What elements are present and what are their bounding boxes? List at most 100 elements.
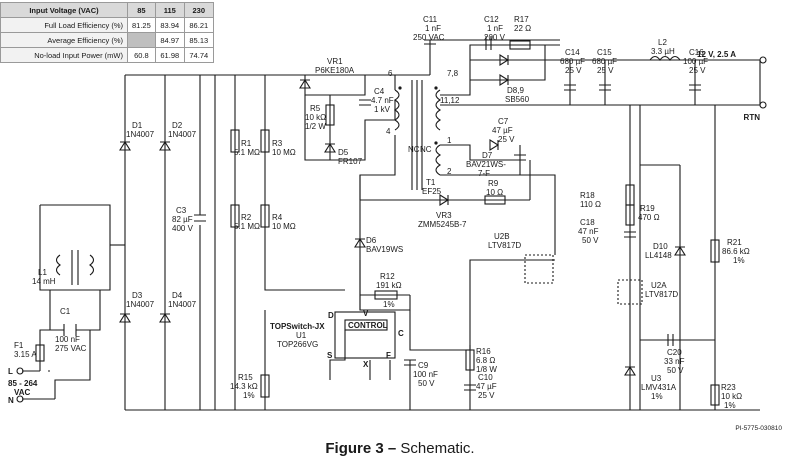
pin-nc1-label: NC <box>408 145 420 154</box>
r1-ref: R1 <box>241 139 252 148</box>
r9-value: 10 Ω <box>486 188 503 197</box>
u3-part: LMV431A <box>641 383 677 392</box>
r17-value: 22 Ω <box>514 24 531 33</box>
r2-ref: R2 <box>241 213 252 222</box>
u1-part: TOP266VG <box>277 340 318 349</box>
l2-ref: L2 <box>658 38 667 47</box>
r12-value: 191 kΩ <box>376 281 402 290</box>
r15-ref: R15 <box>238 373 253 382</box>
resistor-r9-symbol <box>484 195 506 205</box>
c18-ref: C18 <box>580 218 595 227</box>
c20-value: 33 nF <box>664 357 685 366</box>
c18-rating: 50 V <box>582 236 599 245</box>
table-header-cell: Input Voltage (VAC) <box>0 2 128 18</box>
c14-value: 680 µF <box>560 57 585 66</box>
d1-part: 1N4007 <box>126 130 155 139</box>
vr3-part: ZMM5245B-7 <box>418 220 467 229</box>
r4-ref: R4 <box>272 213 283 222</box>
resistor-r4-symbol <box>260 204 270 228</box>
optocoupler-u2a-symbol <box>617 279 643 305</box>
table-row: No-load Input Power (mW) 60.8 61.98 74.7… <box>0 47 214 63</box>
diode-d6-symbol <box>354 237 366 248</box>
terminal-rtn <box>759 101 767 109</box>
capacitor-c9-symbol <box>404 359 416 366</box>
u2b-ref: U2B <box>494 232 510 241</box>
c15-rating: 25 V <box>597 66 614 75</box>
capacitor-c15-symbol <box>599 84 611 91</box>
resistor-r5-symbol <box>325 104 335 126</box>
terminal-n <box>16 395 24 403</box>
c16-ref: C16 <box>689 48 704 57</box>
diode-d4-symbol <box>159 312 171 323</box>
diode-d5-symbol <box>324 142 336 153</box>
resistor-r17-symbol <box>509 40 531 50</box>
c10-ref: C10 <box>478 373 493 382</box>
pin-1112-label: 11,12 <box>440 96 460 105</box>
diode-d89-symbol <box>499 54 510 86</box>
c10-rating: 25 V <box>478 391 495 400</box>
r23-ref: R23 <box>721 383 736 392</box>
terminal-l <box>16 367 24 375</box>
resistor-r23-symbol <box>710 384 720 406</box>
c12-ref: C12 <box>484 15 499 24</box>
output-label: 12 V, 2.5 A <box>697 50 736 59</box>
d5-part: FR107 <box>338 157 363 166</box>
r16-value: 6.8 Ω <box>476 356 495 365</box>
u1-pin-s: S <box>327 351 333 360</box>
c7-ref: C7 <box>498 117 509 126</box>
input-unit-label: VAC <box>14 388 31 397</box>
capacitor-c11-symbol <box>424 39 436 45</box>
r5-ref: R5 <box>310 104 321 113</box>
c3-ref: C3 <box>176 206 187 215</box>
u1-pin-c: C <box>398 329 404 338</box>
u1-ref: U1 <box>296 331 307 340</box>
u1-pin-v: V <box>363 309 369 318</box>
f1-value: 3.15 A <box>14 350 37 359</box>
c14-ref: C14 <box>565 48 580 57</box>
c11-ref: C11 <box>423 15 438 24</box>
table-row: Average Efficiency (%) 84.97 85.13 <box>0 32 214 48</box>
c11-rating: 250 VAC <box>413 33 445 42</box>
r15-rating: 1% <box>243 391 255 400</box>
pin-2-label: 2 <box>447 167 452 176</box>
table-cell: 74.74 <box>183 47 214 63</box>
diode-d7-symbol <box>489 139 500 151</box>
r21-ref: R21 <box>727 238 742 247</box>
c3-value: 82 µF <box>172 215 193 224</box>
d6-ref: D6 <box>366 236 377 245</box>
r15-value: 14.3 kΩ <box>230 382 258 391</box>
r3-ref: R3 <box>272 139 283 148</box>
r2-value: 5.1 MΩ <box>234 222 260 231</box>
component-labels: 85 - 264 VAC L N 12 V, 2.5 A RTN F1 3.15… <box>8 15 760 410</box>
vr1-ref: VR1 <box>327 57 343 66</box>
c7-value: 47 µF <box>492 126 513 135</box>
d4-part: 1N4007 <box>168 300 197 309</box>
r21-rating: 1% <box>733 256 745 265</box>
u1-title: TOPSwitch-JX <box>270 322 325 331</box>
d2-ref: D2 <box>172 121 183 130</box>
u1-block-label: CONTROL <box>348 321 388 330</box>
capacitor-c4-symbol <box>359 99 371 106</box>
resistor-r21-symbol <box>710 239 720 263</box>
r18-ref: R18 <box>580 191 595 200</box>
table-row-label: No-load Input Power (mW) <box>0 47 128 63</box>
table-row: Full Load Efficiency (%) 81.25 83.94 86.… <box>0 17 214 33</box>
c14-rating: 25 V <box>565 66 582 75</box>
resistor-r1-symbol <box>230 129 240 153</box>
c11-value: 1 nF <box>425 24 441 33</box>
c4-rating: 1 kV <box>374 105 391 114</box>
pin-4-label: 4 <box>386 127 391 136</box>
r19-value: 470 Ω <box>638 213 660 222</box>
r17-ref: R17 <box>514 15 529 24</box>
fuse-f1-symbol <box>35 344 45 362</box>
diode-d10-symbol <box>674 245 686 256</box>
resistor-r2-symbol <box>230 204 240 228</box>
r23-rating: 1% <box>724 401 736 410</box>
u1-pin-x: X <box>363 360 369 369</box>
d7-part: BAV21WS- <box>466 160 506 169</box>
c3-rating: 400 V <box>172 224 194 233</box>
vr3-ref: VR3 <box>436 211 452 220</box>
u2a-ref: U2A <box>651 281 667 290</box>
figure-caption-text: Schematic. <box>396 440 474 457</box>
